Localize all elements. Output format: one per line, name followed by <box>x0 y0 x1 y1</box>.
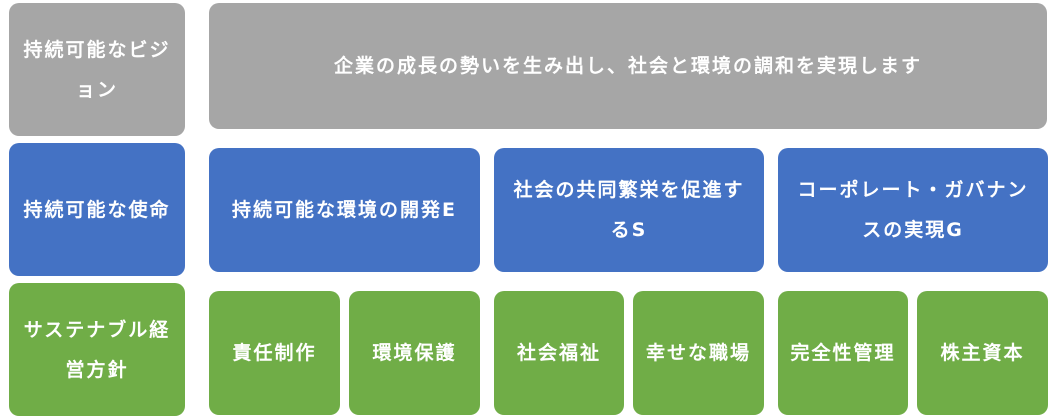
vision-statement: 企業の成長の勢いを生み出し、社会と環境の調和を実現します <box>209 3 1047 129</box>
policy-label: サステナブル経営方針 <box>9 283 185 416</box>
mission-environment: 持続可能な環境の開発E <box>209 148 480 272</box>
vision-label: 持続可能なビジョン <box>9 3 185 136</box>
mission-governance: コーポレート・ガバナンスの実現G <box>778 148 1048 272</box>
policy-environmental-protection: 環境保護 <box>349 291 480 415</box>
mission-label: 持続可能な使命 <box>9 143 185 276</box>
policy-happy-workplace: 幸せな職場 <box>633 291 764 415</box>
mission-social: 社会の共同繁栄を促進するS <box>494 148 764 272</box>
policy-shareholder-capital: 株主資本 <box>917 291 1048 415</box>
policy-responsible-production: 責任制作 <box>209 291 340 415</box>
policy-integrity-management: 完全性管理 <box>778 291 908 415</box>
policy-social-welfare: 社会福祉 <box>494 291 624 415</box>
